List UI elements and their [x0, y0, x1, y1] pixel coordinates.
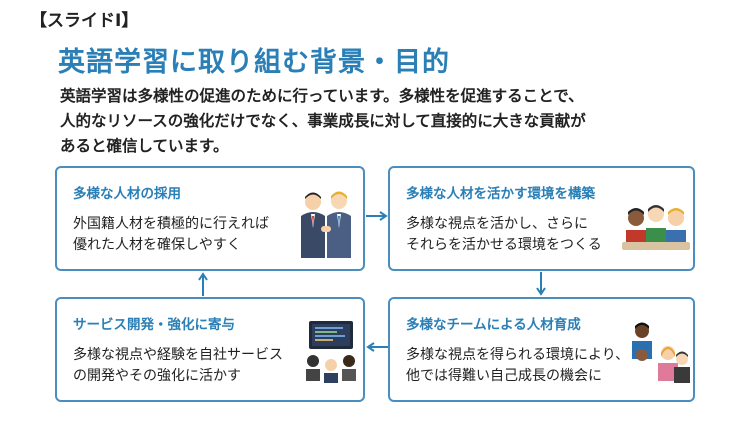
card-team: 多様なチームによる人材育成 多様な視点を得られる環境により、 他では得難い自己成…	[388, 297, 695, 402]
card-title: サービス開発・強化に寄与	[73, 317, 235, 333]
card-title: 多様な人材の採用	[73, 186, 181, 202]
card-title: 多様な人材を活かす環境を構築	[406, 186, 595, 202]
intro-line: 人的なリソースの強化だけでなく、事業成長に対して直接的に大きな貢献が	[60, 112, 586, 130]
intro-text: 英語学習は多様性の促進のために行っています。多様性を促進することで、 人的なリソ…	[60, 84, 740, 159]
diverse-team-illustration-icon	[632, 322, 690, 383]
arrow-right-icon	[366, 211, 388, 221]
card-body: 外国籍人材を積極的に行えれば 優れた人材を確保しやすく	[73, 216, 269, 253]
card-environment: 多様な人材を活かす環境を構築 多様な視点を活かし、さらに それらを活かせる環境を…	[388, 166, 695, 271]
slide-label: 【スライドⅠ】	[30, 11, 139, 31]
group-meeting-illustration-icon	[622, 205, 690, 250]
card-body: 多様な視点を活かし、さらに それらを活かせる環境をつくる	[406, 216, 602, 253]
handshake-illustration-icon	[301, 191, 351, 258]
card-body: 多様な視点を得られる環境により、 他では得難い自己成長の機会に	[406, 347, 630, 384]
intro-line: 英語学習は多様性の促進のために行っています。多様性を促進することで、	[60, 87, 584, 105]
card-body: 多様な視点や経験を自社サービス の開発やその強化に活かす	[73, 347, 283, 384]
arrow-up-icon	[198, 272, 208, 296]
card-recruit: 多様な人材の採用 外国籍人材を積極的に行えれば 優れた人材を確保しやすく	[55, 166, 365, 271]
intro-line: あると確信しています。	[60, 137, 229, 155]
computer-meeting-illustration-icon	[306, 321, 356, 383]
page-title: 英語学習に取り組む背景・目的	[58, 47, 450, 78]
card-title: 多様なチームによる人材育成	[406, 317, 581, 333]
arrow-down-icon	[536, 272, 546, 296]
arrow-left-icon	[366, 342, 388, 352]
card-service: サービス開発・強化に寄与 多様な視点や経験を自社サービス の開発やその強化に活か…	[55, 297, 365, 402]
